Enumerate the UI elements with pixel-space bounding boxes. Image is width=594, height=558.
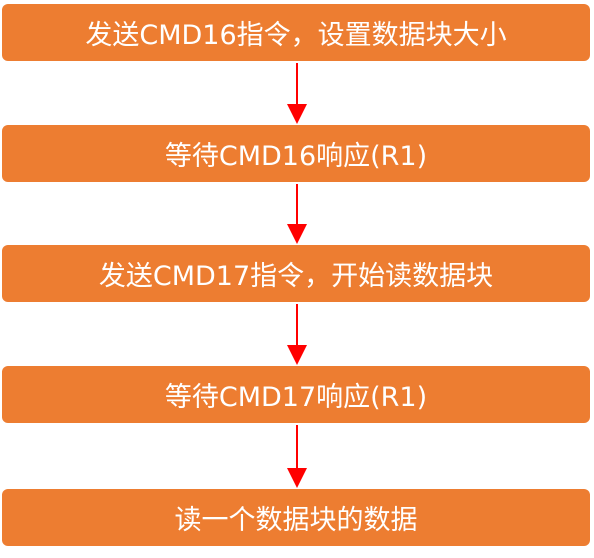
arrow-step3-to-step4 [287,304,307,365]
flow-step-label: 等待CMD16响应(R1) [164,141,428,172]
flow-step-label: 读一个数据块的数据 [174,505,418,536]
flow-step-label: 等待CMD17响应(R1) [164,382,428,413]
flow-step-read-data-block: 读一个数据块的数据 [2,489,590,546]
flow-step-send-cmd16: 发送CMD16指令，设置数据块大小 [2,4,590,61]
arrow-step2-to-step3 [287,184,307,244]
flow-step-label: 发送CMD17指令，开始读数据块 [98,261,494,292]
arrow-step1-to-step2 [287,63,307,124]
flow-step-wait-cmd17-response: 等待CMD17响应(R1) [2,366,590,423]
flow-step-send-cmd17: 发送CMD17指令，开始读数据块 [2,245,590,302]
flow-step-wait-cmd16-response: 等待CMD16响应(R1) [2,125,590,182]
flow-step-label: 发送CMD16指令，设置数据块大小 [85,20,507,51]
arrow-step4-to-step5 [287,425,307,488]
